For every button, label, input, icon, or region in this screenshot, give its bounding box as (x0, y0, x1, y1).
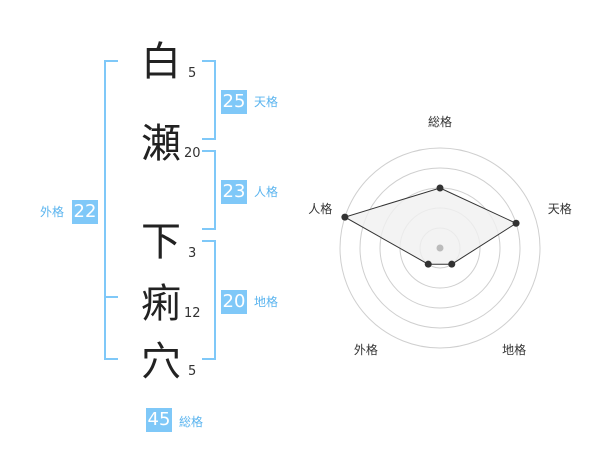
radar-point-2 (512, 219, 520, 227)
stroke-count-3: 3 (188, 246, 197, 261)
chikaku-value: 20 (221, 290, 247, 314)
stroke-count-4: 12 (184, 306, 201, 321)
chikaku-label: 地格 (254, 295, 279, 309)
tenkaku-value: 25 (221, 90, 247, 114)
radar-point-4 (424, 260, 432, 268)
radar-point-5 (341, 213, 349, 221)
radar-axis-label-5: 人格 (308, 201, 332, 216)
gaikaku-bracket-mid-tick (104, 296, 118, 298)
chikaku-bracket (202, 240, 216, 360)
radar-polygon (343, 187, 518, 265)
soukaku-label: 総格 (179, 415, 204, 429)
soukaku-value: 45 (146, 408, 172, 432)
jinkaku-value: 23 (221, 180, 247, 204)
gaikaku-label: 外格 (40, 205, 65, 219)
name-char-3: 下 (141, 219, 181, 265)
radar-axis-label-4: 外格 (354, 342, 378, 357)
jinkaku-bracket (202, 150, 216, 230)
stroke-count-2: 20 (184, 146, 201, 161)
radar-axis-label-3: 地格 (502, 342, 526, 357)
stroke-count-1: 5 (188, 66, 197, 81)
radar-point-1 (436, 184, 444, 192)
jinkaku-label: 人格 (254, 185, 279, 199)
radar-ring-4 (359, 167, 521, 329)
name-char-4: 痢 (141, 281, 181, 327)
name-char-5: 穴 (141, 339, 181, 385)
gaikaku-value: 22 (72, 200, 98, 224)
gaikaku-bracket (104, 60, 118, 360)
stroke-count-5: 5 (188, 364, 197, 379)
name-char-1: 白 (141, 39, 181, 85)
tenkaku-label: 天格 (254, 95, 279, 109)
tenkaku-bracket (202, 60, 216, 140)
radar-center-dot (436, 244, 444, 252)
radar-axis-label-1: 総格 (428, 114, 452, 129)
name-char-2: 瀬 (141, 121, 181, 167)
radar-ring-5 (339, 147, 541, 349)
radar-axis-label-2: 天格 (548, 201, 572, 216)
radar-point-3 (448, 260, 456, 268)
